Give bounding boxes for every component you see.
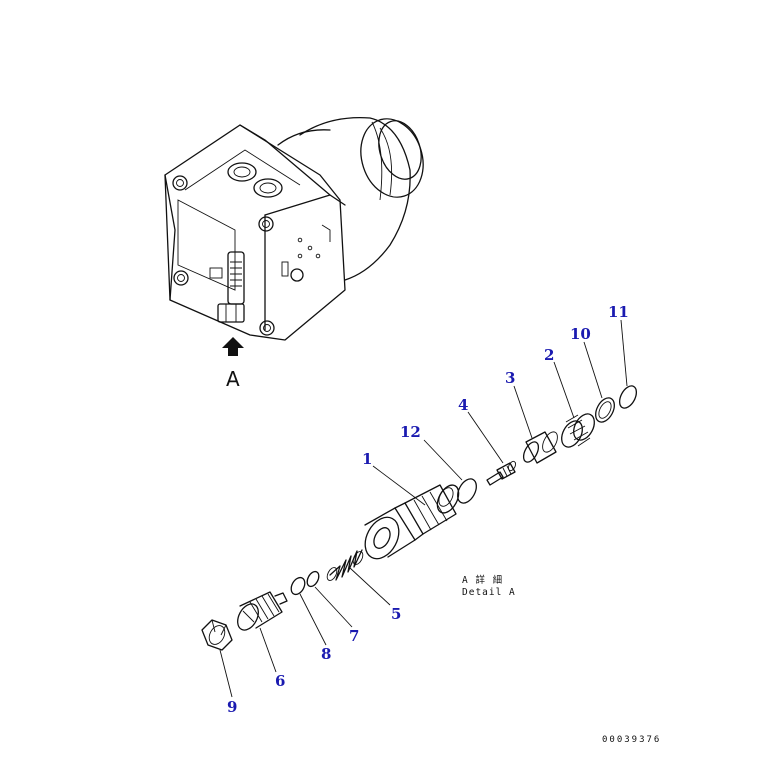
callout-5: 5 <box>391 605 401 623</box>
leader-lines <box>219 319 628 698</box>
part-9-lock-nut <box>201 619 233 651</box>
view-letter-label: A <box>226 367 240 391</box>
part-3-sleeve <box>522 431 558 464</box>
view-arrow-icon <box>222 337 244 356</box>
motor-assembly <box>164 116 424 341</box>
part-11-retaining-ring <box>618 385 638 409</box>
part-1-valve-body <box>364 484 460 560</box>
callout-12: 12 <box>400 423 421 441</box>
part-2-plug <box>561 413 595 448</box>
callout-6: 6 <box>275 672 285 690</box>
callout-2: 2 <box>544 346 554 364</box>
callout-11: 11 <box>608 303 629 321</box>
callout-1: 1 <box>362 450 372 468</box>
part-7-ring <box>306 570 320 588</box>
callout-3: 3 <box>505 369 515 387</box>
part-6-adjusting-screw <box>237 591 288 631</box>
part-10-backup-ring <box>595 397 615 423</box>
part-8-ring <box>290 576 306 596</box>
callout-10: 10 <box>570 325 591 343</box>
part-12-o-ring <box>457 478 477 504</box>
callout-7: 7 <box>349 627 359 645</box>
detail-caption-en: Detail A <box>462 587 516 598</box>
callout-4: 4 <box>458 396 468 414</box>
callout-8: 8 <box>321 645 331 663</box>
detail-caption-jp: A 詳 細 <box>462 574 503 586</box>
callout-9: 9 <box>227 698 237 716</box>
drawing-number: 00039376 <box>602 735 661 745</box>
part-4-poppet <box>486 460 516 486</box>
part-5-spring <box>326 549 364 581</box>
